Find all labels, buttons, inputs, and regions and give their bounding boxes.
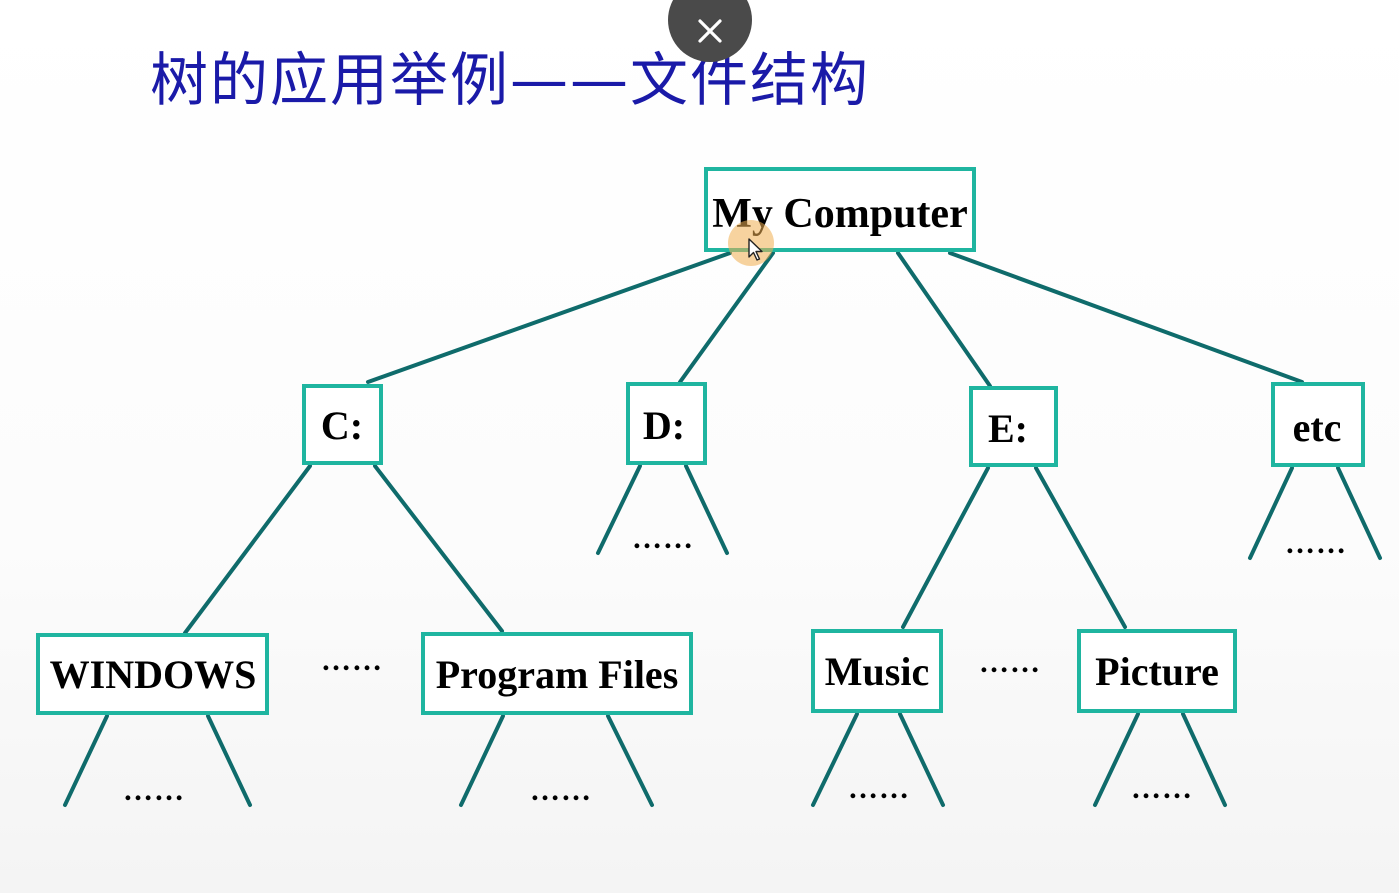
edge-root-etc xyxy=(948,251,1304,384)
node-label-d: D: xyxy=(643,403,685,448)
edge-music-right xyxy=(898,712,945,807)
node-picture: Picture xyxy=(1077,629,1237,713)
close-icon xyxy=(698,19,722,43)
ellipsis-e-siblings: …… xyxy=(979,646,1041,679)
node-label-c: C: xyxy=(321,403,363,448)
edge-root-c xyxy=(366,251,732,384)
tree-edges xyxy=(63,251,1382,807)
node-label-music: Music xyxy=(825,649,929,694)
edge-e-music xyxy=(901,466,990,629)
edge-music-left xyxy=(811,712,859,807)
edge-etc-left xyxy=(1248,466,1294,560)
ellipsis-picture-children: …… xyxy=(1131,772,1193,805)
node-drive-c: C: xyxy=(302,384,383,465)
ellipsis-programfiles-children: …… xyxy=(530,774,592,807)
mouse-pointer-icon xyxy=(748,238,763,261)
node-label-e: E: xyxy=(988,406,1028,451)
edge-d-right xyxy=(684,464,729,555)
edge-windows-right xyxy=(206,714,252,807)
ellipsis-windows-children: …… xyxy=(123,774,185,807)
node-label-picture: Picture xyxy=(1095,649,1219,694)
ellipsis-d-children: …… xyxy=(632,522,694,555)
node-music: Music xyxy=(811,629,943,713)
slide-title: 树的应用举例——文件结构 xyxy=(150,46,871,114)
node-my-computer: My Computer xyxy=(704,167,976,252)
edge-d-left xyxy=(596,464,642,555)
node-drive-e: E: xyxy=(969,386,1058,467)
edge-root-d xyxy=(678,251,775,384)
edge-picture-left xyxy=(1093,712,1140,807)
edge-picture-right xyxy=(1181,712,1227,807)
edge-windows-left xyxy=(63,714,109,807)
node-label-program-files: Program Files xyxy=(436,652,679,697)
edge-etc-right xyxy=(1336,466,1382,560)
edge-programfiles-left xyxy=(459,714,505,807)
node-label-etc: etc xyxy=(1293,405,1342,450)
edge-root-e xyxy=(896,251,992,388)
node-windows: WINDOWS xyxy=(36,633,269,715)
ellipsis-etc-children: …… xyxy=(1285,527,1347,560)
node-program-files: Program Files xyxy=(421,632,693,715)
node-drive-d: D: xyxy=(626,382,707,465)
edge-c-windows xyxy=(183,464,312,635)
edge-programfiles-right xyxy=(606,714,654,807)
edge-c-programfiles xyxy=(373,464,504,633)
ellipsis-c-siblings: …… xyxy=(321,644,383,677)
edge-e-picture xyxy=(1034,466,1127,629)
node-label-windows: WINDOWS xyxy=(50,652,257,697)
ellipsis-music-children: …… xyxy=(848,772,910,805)
node-etc: etc xyxy=(1271,382,1365,467)
